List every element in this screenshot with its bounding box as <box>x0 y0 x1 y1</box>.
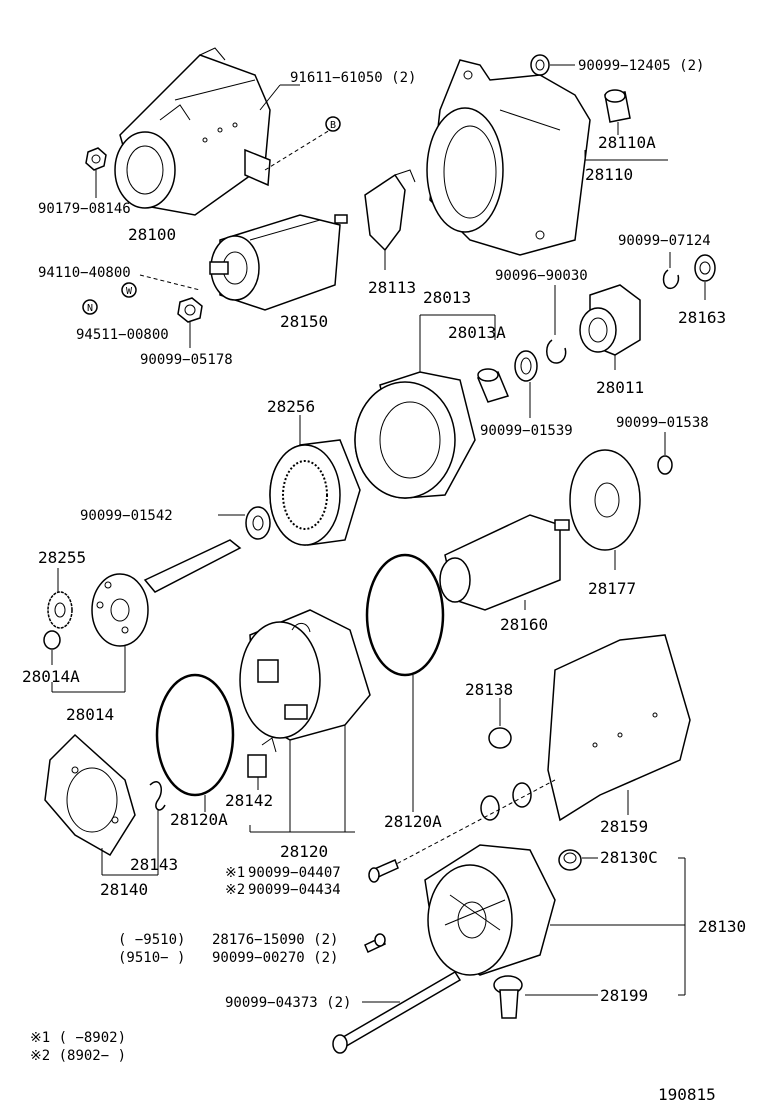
label-94511-00800: 94511−00800 <box>76 327 169 343</box>
label-90099-05178: 90099−05178 <box>140 352 233 368</box>
label-90099-00270: 90099−00270 (2) <box>212 950 338 966</box>
label-90099-04434: 90099−04434 <box>248 882 341 898</box>
marker-w-text: W <box>126 286 133 297</box>
starter-assembly-28100 <box>114 47 271 216</box>
nut-90179-08146 <box>85 147 107 198</box>
label-28120A-right: 28120A <box>384 812 442 831</box>
label-28255: 28255 <box>38 548 86 567</box>
label-28163: 28163 <box>678 308 726 327</box>
label-28110: 28110 <box>585 165 633 184</box>
bolt-28176-15090 <box>364 933 386 954</box>
marker-b-text: B <box>330 120 336 131</box>
cap-90099-12405 <box>530 54 575 76</box>
marker-circle-b <box>325 116 341 132</box>
label-28113: 28113 <box>368 278 416 297</box>
plate-28177 <box>569 449 641 570</box>
gear-28255 <box>47 568 73 629</box>
ring-left <box>480 795 500 821</box>
range-ref-2: (9510− ) <box>118 950 185 966</box>
label-28176-15090: 28176−15090 (2) <box>212 932 338 948</box>
label-28120: 28120 <box>280 842 328 861</box>
mark-2-a: ※2 <box>225 882 245 898</box>
armature-28160 <box>439 514 570 611</box>
clip-90099-07124 <box>662 252 680 290</box>
label-28013: 28013 <box>423 288 471 307</box>
label-28199: 28199 <box>600 986 648 1005</box>
screw-28199 <box>493 975 598 1019</box>
label-28256: 28256 <box>267 397 315 416</box>
o-ring-28120A-right <box>365 553 445 677</box>
label-28130: 28130 <box>698 917 746 936</box>
label-90099-04407: 90099−04407 <box>248 865 341 881</box>
label-28142: 28142 <box>225 791 273 810</box>
field-frame-28120 <box>239 609 371 741</box>
bushing-28138 <box>488 698 512 749</box>
magnetic-switch-28150 <box>209 214 348 311</box>
label-28159: 28159 <box>600 817 648 836</box>
marker-circle-w <box>121 282 137 298</box>
note-2: ※2 (8902− ) <box>30 1048 126 1064</box>
label-90179-08146: 90179−08146 <box>38 201 131 217</box>
planetary-shaft-28014 <box>91 539 242 692</box>
yoke-28013 <box>354 371 476 499</box>
label-90099-07124: 90099−07124 <box>618 233 711 249</box>
washer-90099-01542 <box>218 506 271 540</box>
label-28160: 28160 <box>500 615 548 634</box>
label-90099-01542: 90099−01542 <box>80 508 173 524</box>
label-28177: 28177 <box>588 579 636 598</box>
label-90096-90030: 90096−90030 <box>495 268 588 284</box>
label-90099-12405: 90099−12405 (2) <box>578 58 704 74</box>
diagram-id: 190815 <box>658 1085 716 1104</box>
label-28150: 28150 <box>280 312 328 331</box>
label-28014A: 28014A <box>22 667 80 686</box>
clutch-28011 <box>579 284 641 370</box>
label-28014: 28014 <box>66 705 114 724</box>
clip-90096-90030 <box>546 285 567 364</box>
label-28110A: 28110A <box>598 133 656 152</box>
label-28143: 28143 <box>130 855 178 874</box>
label-28120A-left: 28120A <box>170 810 228 829</box>
mark-1-a: ※1 <box>225 865 245 881</box>
label-94110-40800: 94110−40800 <box>38 265 131 281</box>
note-1: ※1 ( −8902) <box>30 1030 126 1046</box>
brush-28113 <box>364 169 416 270</box>
label-28140: 28140 <box>100 880 148 899</box>
label-28100: 28100 <box>128 225 176 244</box>
end-frame-28130 <box>424 844 685 976</box>
internal-gear-28256 <box>269 415 361 546</box>
range-ref-1: ( −9510) <box>118 932 185 948</box>
label-28138: 28138 <box>465 680 513 699</box>
bushing-28163 <box>694 254 716 300</box>
washer-90099-01538 <box>657 432 673 475</box>
screw-90099-04407 <box>368 858 399 883</box>
brush-holder-28140 <box>44 733 136 875</box>
through-bolt-90099-04373 <box>332 970 462 1054</box>
ring-right <box>512 782 532 808</box>
washer-90099-01539 <box>514 350 538 418</box>
cover-28159 <box>547 634 691 822</box>
spring-28143 <box>149 780 166 875</box>
label-90099-04373: 90099−04373 (2) <box>225 995 351 1011</box>
label-90099-01538: 90099−01538 <box>616 415 709 431</box>
bushing-28013A <box>476 368 510 403</box>
marker-n-text: N <box>87 303 93 314</box>
label-28011: 28011 <box>596 378 644 397</box>
bushing-28110A <box>604 89 631 135</box>
housing-28110 <box>426 59 591 256</box>
bushing-28130C <box>558 849 598 871</box>
label-90099-01539: 90099−01539 <box>480 423 573 439</box>
label-28130C: 28130C <box>600 848 658 867</box>
brush-28142 <box>247 737 277 790</box>
nut-90099-05178 <box>177 297 203 348</box>
label-91611-61050: 91611−61050 (2) <box>290 70 416 86</box>
marker-circle-n <box>82 299 98 315</box>
bushing-28014A <box>43 630 61 665</box>
label-28013A: 28013A <box>448 323 506 342</box>
o-ring-28120A-left <box>155 673 235 797</box>
